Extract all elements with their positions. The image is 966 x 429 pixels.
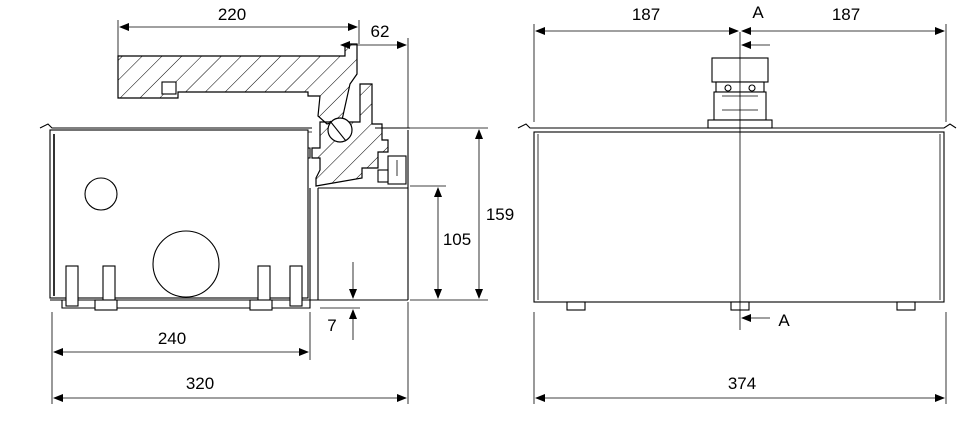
dim-label-187-left: 187: [632, 5, 660, 24]
hinge-pin-slot: [329, 120, 347, 142]
leveling-posts: [65, 265, 303, 311]
front-foot-left: [566, 301, 586, 311]
dim-label-62: 62: [371, 22, 390, 41]
dim-label-320: 320: [186, 374, 214, 393]
dim-label-374: 374: [728, 374, 756, 393]
block-small: [377, 169, 389, 183]
top-plate: [39, 123, 312, 129]
section-label-top: A: [752, 3, 764, 22]
arm-notch: [161, 81, 177, 95]
hatched-cover-arm: [117, 43, 358, 125]
base-plate: [61, 299, 311, 309]
dim-label-187-right: 187: [832, 5, 860, 24]
front-foot-right: [896, 301, 916, 311]
right-front-view: A A 187 187 374: [517, 3, 957, 404]
dim-label-105: 105: [443, 230, 471, 249]
cable-hole-large-icon: [152, 230, 220, 298]
cable-hole-small-icon: [84, 177, 118, 211]
left-side-view: 220 62 159 105 7 240 320: [39, 5, 514, 404]
section-label-bottom: A: [778, 311, 790, 330]
dim-label-220: 220: [218, 5, 246, 24]
dim-label-7: 7: [327, 316, 336, 335]
dim-label-159: 159: [486, 205, 514, 224]
hinge-pin-icon: [327, 117, 353, 143]
dim-label-240: 240: [158, 329, 186, 348]
front-housing-body: [533, 131, 945, 303]
